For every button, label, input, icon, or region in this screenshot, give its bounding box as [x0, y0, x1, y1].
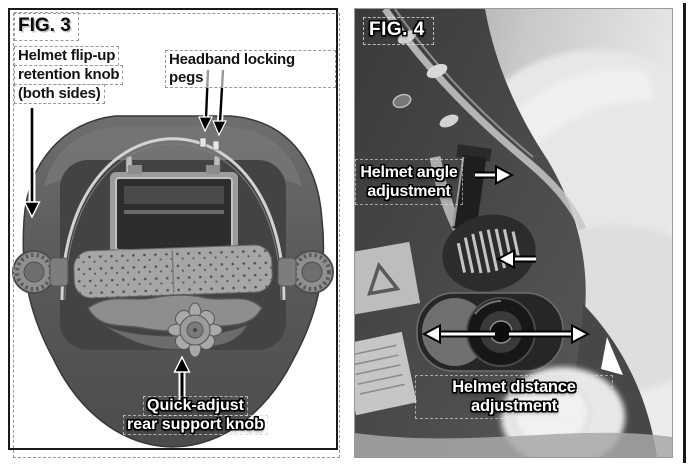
page-right-rule — [683, 3, 686, 463]
callout-distance-adjustment: Helmet distance adjustment — [415, 375, 613, 419]
callout-rear-support-knob: Quick-adjust rear support knob — [88, 396, 303, 435]
arrow-angle-scale — [495, 248, 536, 270]
callout-line: (both sides) — [14, 84, 105, 104]
fig3-panel: FIG. 3 Helmet flip-up retention knob (bo… — [8, 8, 338, 450]
callout-line: Headband locking pegs — [165, 50, 336, 88]
arrow-distance-left — [421, 323, 495, 345]
helmet-rear-photo — [12, 115, 334, 448]
callout-line: Helmet distance adjustment — [452, 378, 576, 415]
callout-locking-pegs: Headband locking pegs — [165, 50, 336, 88]
callout-line: adjustment — [367, 183, 451, 200]
callout-line: Helmet angle — [360, 164, 458, 181]
callout-line: Quick-adjust — [143, 396, 248, 416]
arrow-flip-up-knob — [23, 108, 41, 219]
fig4-title: FIG. 4 — [363, 17, 434, 45]
callout-line: Helmet flip-up — [14, 46, 120, 66]
rear-support-knob — [167, 302, 223, 358]
arrow-rear-support-knob — [173, 355, 191, 400]
callout-angle-adjustment: Helmet angle adjustment — [355, 159, 463, 205]
fig3-title: FIG. 3 — [14, 12, 79, 41]
arrow-angle-adjustment — [475, 164, 515, 186]
callout-line: rear support knob — [123, 415, 268, 435]
right-retention-knob — [290, 250, 334, 294]
arrow-distance-right — [509, 323, 591, 345]
fig4-panel: FIG. 4 Helmet angle adjustment Helmet di… — [354, 8, 673, 458]
callout-line: retention knob — [14, 65, 124, 85]
callout-flip-up-knob: Helmet flip-up retention knob (both side… — [14, 46, 134, 104]
fig4-arrows — [421, 164, 591, 345]
